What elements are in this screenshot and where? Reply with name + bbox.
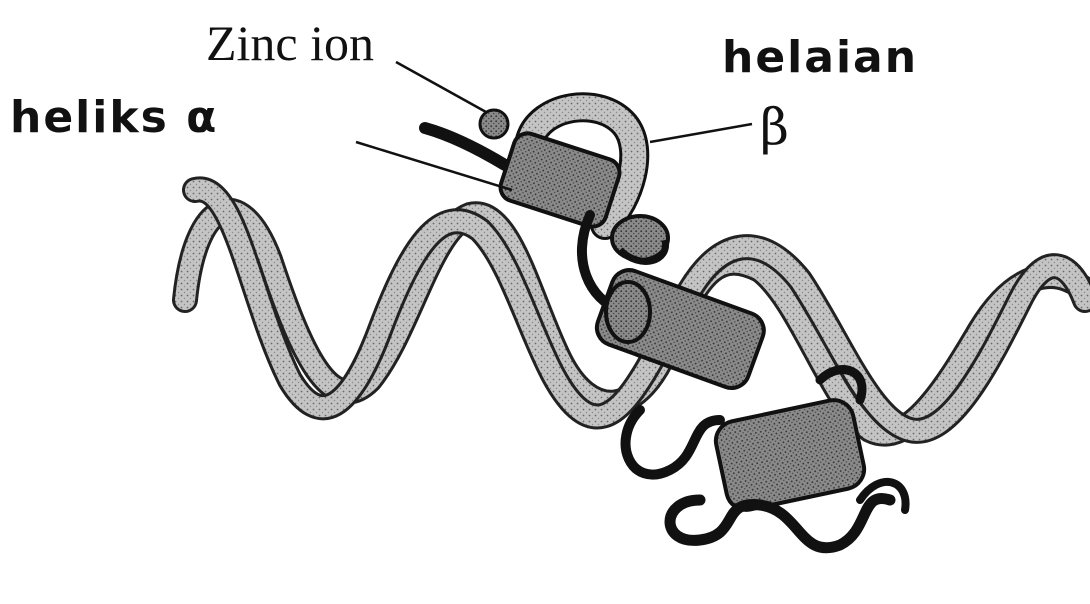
alpha-helix-cylinder-3 xyxy=(712,396,868,513)
label-beta: β xyxy=(760,102,789,152)
leader-zinc-ion xyxy=(396,62,486,112)
label-zinc-ion: Zinc ion xyxy=(206,18,374,68)
zinc-ion-sphere xyxy=(480,110,508,138)
protein-tail-bottom xyxy=(670,498,890,547)
label-heliks-alpha: heliks α xyxy=(10,96,218,140)
protein-loop-2 xyxy=(626,410,720,475)
label-helaian: helaian xyxy=(722,36,918,80)
leader-beta xyxy=(650,124,752,142)
